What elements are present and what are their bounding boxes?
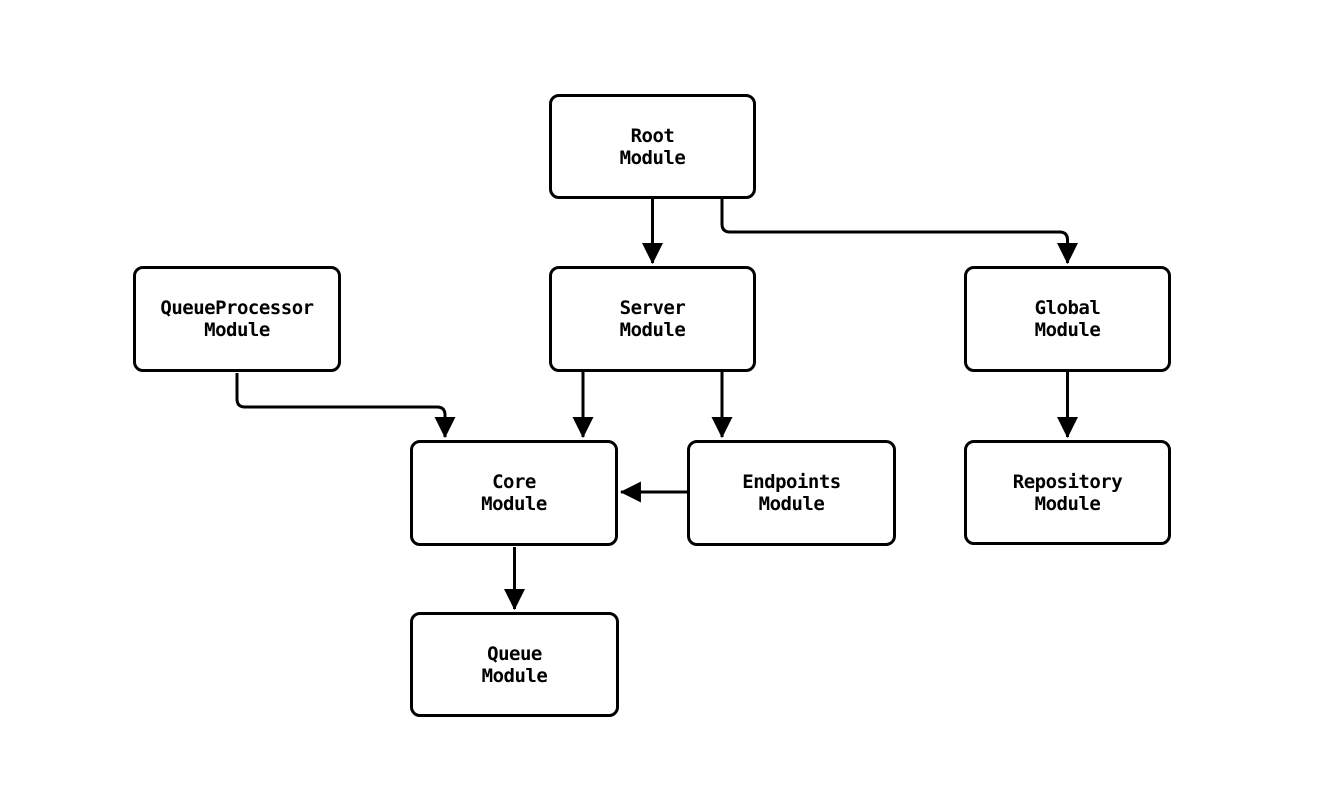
node-global-module: Global Module xyxy=(964,266,1171,372)
node-core-module: Core Module xyxy=(410,440,618,546)
node-repository-module: Repository Module xyxy=(964,440,1171,545)
edge-root-to-global xyxy=(720,199,1078,265)
node-endpoints-module-label: Endpoints Module xyxy=(742,471,841,515)
node-queueprocessor-module-label: QueueProcessor Module xyxy=(160,297,314,341)
node-repository-module-label: Repository Module xyxy=(1012,470,1123,515)
node-root-module-label: Root Module xyxy=(619,124,686,169)
node-queue-module: Queue Module xyxy=(410,612,619,717)
node-queue-module-label: Queue Module xyxy=(481,642,548,687)
node-global-module-label: Global Module xyxy=(1034,297,1101,341)
node-queueprocessor-module: QueueProcessor Module xyxy=(133,266,341,372)
node-server-module: Server Module xyxy=(549,266,756,372)
node-core-module-label: Core Module xyxy=(481,471,547,515)
node-root-module: Root Module xyxy=(549,94,756,199)
node-server-module-label: Server Module xyxy=(619,297,686,341)
edge-queueprocessor-to-core xyxy=(235,373,456,439)
node-endpoints-module: Endpoints Module xyxy=(687,440,896,546)
